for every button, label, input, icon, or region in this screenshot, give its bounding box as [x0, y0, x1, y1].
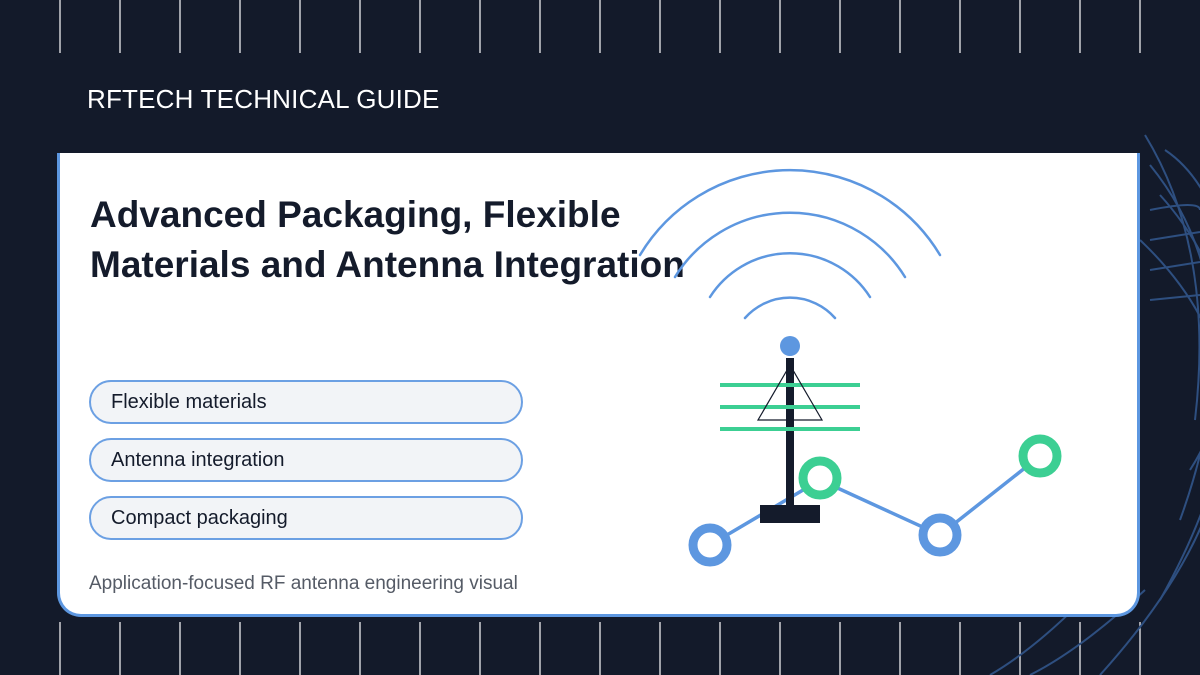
page-title-line-1: Advanced Packaging, Flexible — [90, 194, 621, 235]
content-card: Advanced Packaging, Flexible Materials a… — [57, 153, 1140, 617]
feature-pill-antenna-integration: Antenna integration — [89, 438, 523, 482]
decorative-arcs — [989, 134, 1200, 675]
page-title: Advanced Packaging, Flexible Materials a… — [90, 190, 790, 290]
page-title-line-2: Materials and Antenna Integration — [90, 244, 685, 285]
caption-text: Application-focused RF antenna engineeri… — [89, 573, 518, 594]
feature-pill-compact-packaging: Compact packaging — [89, 496, 523, 540]
grid-lines-top — [59, 0, 1141, 53]
grid-lines-bottom — [59, 622, 1141, 675]
brand-header: RFTECH TECHNICAL GUIDE — [87, 84, 440, 114]
feature-pill-flexible-materials: Flexible materials — [89, 380, 523, 424]
